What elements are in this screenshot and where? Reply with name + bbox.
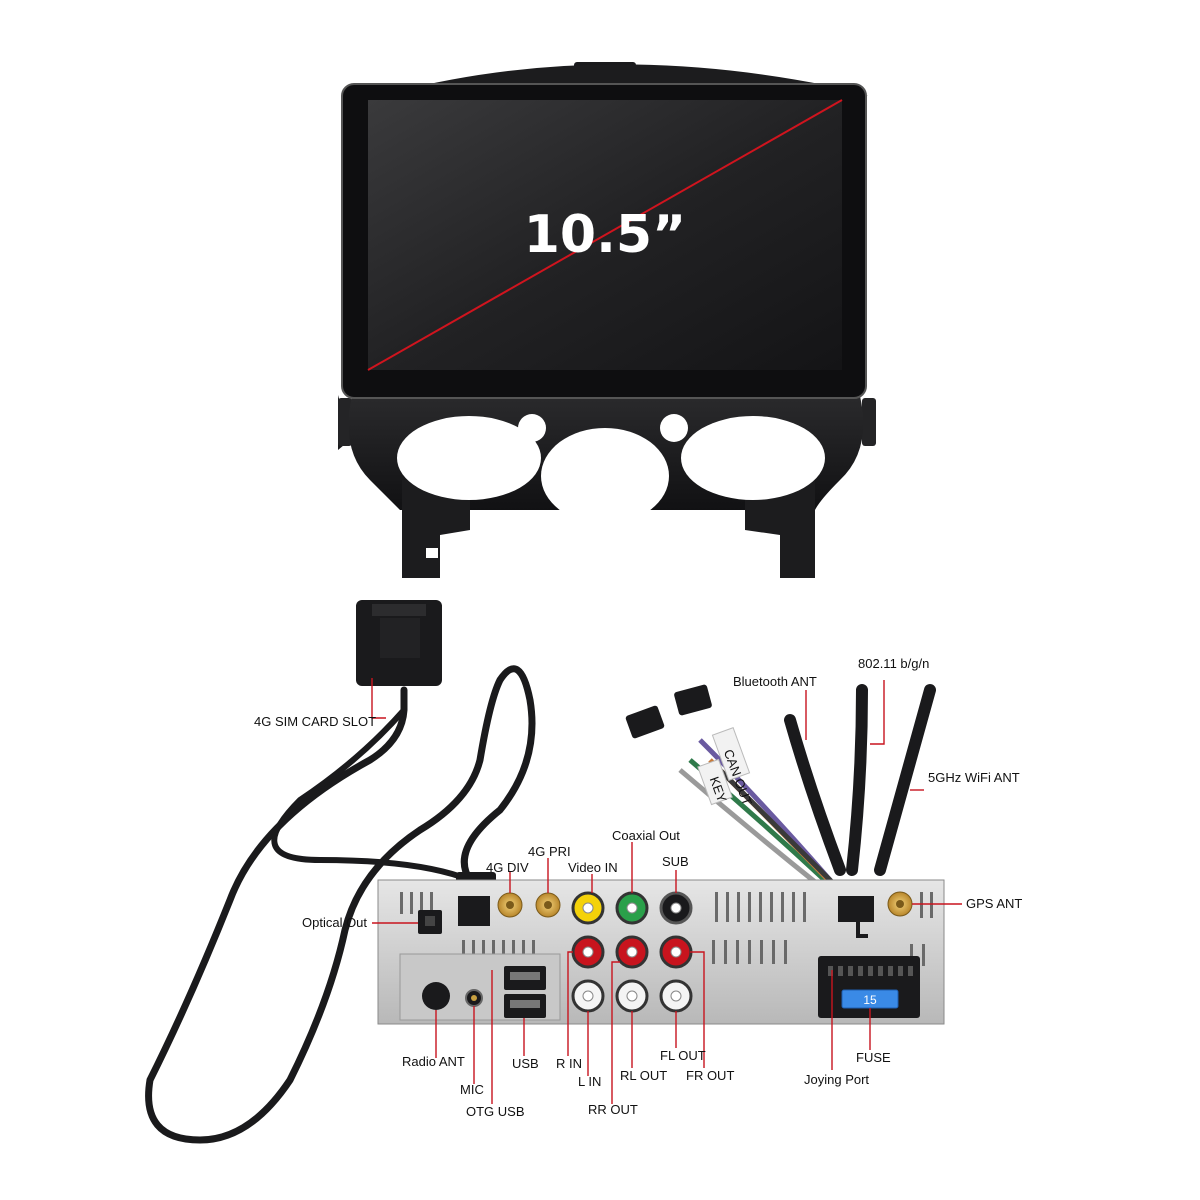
joying-port[interactable] [818,956,920,1018]
label-video-in: Video IN [568,860,618,875]
label-bluetooth-ant: Bluetooth ANT [733,674,817,689]
right-mount-bracket [745,480,815,578]
label-rl-out: RL OUT [620,1068,667,1083]
harness-plug-1 [625,705,665,739]
label-fuse: FUSE [856,1050,891,1065]
leader-lines [371,678,962,1104]
label-sim-slot: 4G SIM CARD SLOT [254,714,376,729]
label-fl-out: FL OUT [660,1048,706,1063]
radio-ant-jack[interactable] [422,982,450,1010]
left-mount-bracket [402,480,470,578]
sim-connector-port[interactable] [458,896,490,926]
diagonal-measure-line [367,99,843,371]
right-vent-hole [681,416,825,500]
label-wifi-5ghz: 5GHz WiFi ANT [928,770,1020,785]
label-gps-ant: GPS ANT [966,896,1022,911]
labels: 4G SIM CARD SLOT Bluetooth ANT 802.11 b/… [254,656,1022,1119]
left-small-hole [518,414,546,442]
label-mic: MIC [460,1082,484,1097]
screen-size-label: 10.5” [524,205,686,265]
label-4g-div: 4G DIV [486,860,529,875]
left-side-knob [338,398,352,446]
label-l-in: L IN [578,1074,601,1089]
harness-connector-housing [838,896,874,922]
label-r-in: R IN [556,1056,582,1071]
label-otg-usb: OTG USB [466,1104,525,1119]
label-optical-out: Optical Out [302,915,367,930]
label-usb: USB [512,1056,539,1071]
head-unit: 10.5” [338,62,876,578]
right-small-hole [660,414,688,442]
rear-chassis: 15 [377,879,945,1025]
harness-plug-2 [674,684,712,716]
label-wifi-80211: 802.11 b/g/n [858,656,929,671]
right-side-knob [862,398,876,446]
label-sub: SUB [662,854,689,869]
left-vent-hole [397,416,541,500]
fuse-value: 15 [863,993,877,1007]
label-joying-port: Joying Port [804,1072,869,1087]
label-radio-ant: Radio ANT [402,1054,465,1069]
center-vent-hole [541,428,669,524]
label-coaxial-out: Coaxial Out [612,828,680,843]
label-rr-out: RR OUT [588,1102,638,1117]
label-fr-out: FR OUT [686,1068,734,1083]
label-4g-pri: 4G PRI [528,844,571,859]
